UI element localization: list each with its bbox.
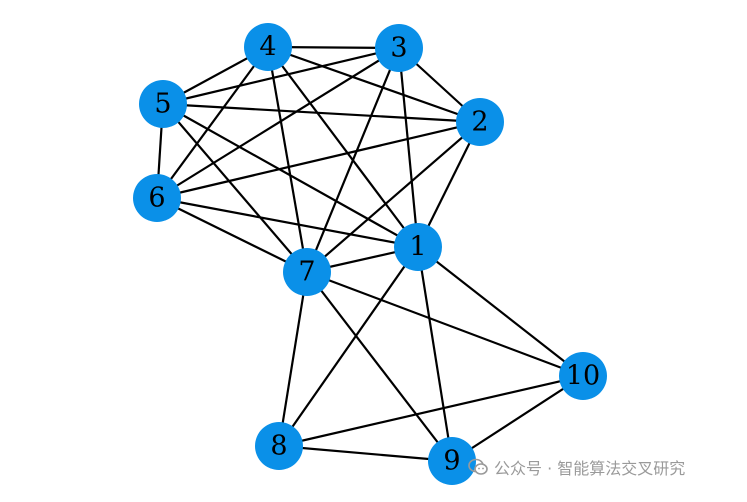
- edge-8-10: [278, 374, 584, 448]
- node-label-10: 10: [566, 361, 600, 392]
- node-4: 4: [244, 23, 292, 71]
- node-10: 10: [559, 352, 607, 400]
- edge-6-2: [156, 120, 481, 200]
- edge-7-10: [306, 270, 584, 378]
- edge-7-9: [306, 271, 453, 462]
- node-circle-2: [456, 98, 504, 146]
- edge-3-7: [305, 47, 401, 273]
- edge-4-1: [267, 46, 419, 248]
- node-label-9: 9: [443, 446, 460, 477]
- edge-4-7: [266, 46, 309, 273]
- edge-1-8: [278, 246, 419, 447]
- edge-5-1: [162, 103, 419, 248]
- node-2: 2: [456, 98, 504, 146]
- edge-3-5: [162, 46, 400, 106]
- edge-1-10: [417, 246, 584, 377]
- edge-5-2: [162, 102, 481, 124]
- node-circle-5: [139, 80, 187, 128]
- node-label-8: 8: [270, 431, 287, 462]
- nodes-layer: 1 2 3 4 5 6 7 8 9 10: [133, 23, 607, 485]
- edge-1-9: [416, 246, 454, 462]
- wechat-icon: [468, 458, 488, 476]
- node-circle-10: [559, 352, 607, 400]
- node-8: 8: [255, 422, 303, 470]
- edge-2-7: [306, 121, 481, 273]
- edge-9-10: [451, 375, 584, 462]
- edge-8-9: [278, 444, 453, 463]
- node-label-1: 1: [409, 232, 426, 263]
- node-label-7: 7: [298, 257, 315, 288]
- edge-3-6: [156, 47, 400, 199]
- watermark: 公众号 · 智能算法交叉研究: [468, 455, 685, 479]
- edge-4-6: [156, 46, 269, 199]
- node-3: 3: [375, 24, 423, 72]
- node-circle-7: [283, 248, 331, 296]
- node-5: 5: [139, 80, 187, 128]
- node-circle-1: [394, 223, 442, 271]
- node-circle-9: [428, 437, 476, 485]
- node-1: 1: [394, 223, 442, 271]
- watermark-text: 公众号 · 智能算法交叉研究: [494, 459, 686, 478]
- node-circle-8: [255, 422, 303, 470]
- edges-layer: [155, 45, 584, 463]
- node-circle-6: [133, 174, 181, 222]
- edge-7-8: [277, 271, 309, 447]
- node-9: 9: [428, 437, 476, 485]
- node-label-4: 4: [259, 32, 276, 63]
- node-circle-3: [375, 24, 423, 72]
- node-label-3: 3: [390, 33, 407, 64]
- node-label-2: 2: [471, 107, 488, 138]
- node-label-6: 6: [148, 183, 165, 214]
- edge-6-1: [156, 196, 419, 249]
- edge-6-7: [156, 197, 308, 273]
- node-6: 6: [133, 174, 181, 222]
- edge-5-7: [162, 103, 308, 273]
- node-label-5: 5: [154, 89, 171, 120]
- edge-3-1: [397, 47, 420, 248]
- node-7: 7: [283, 248, 331, 296]
- edge-4-2: [267, 45, 481, 124]
- node-circle-4: [244, 23, 292, 71]
